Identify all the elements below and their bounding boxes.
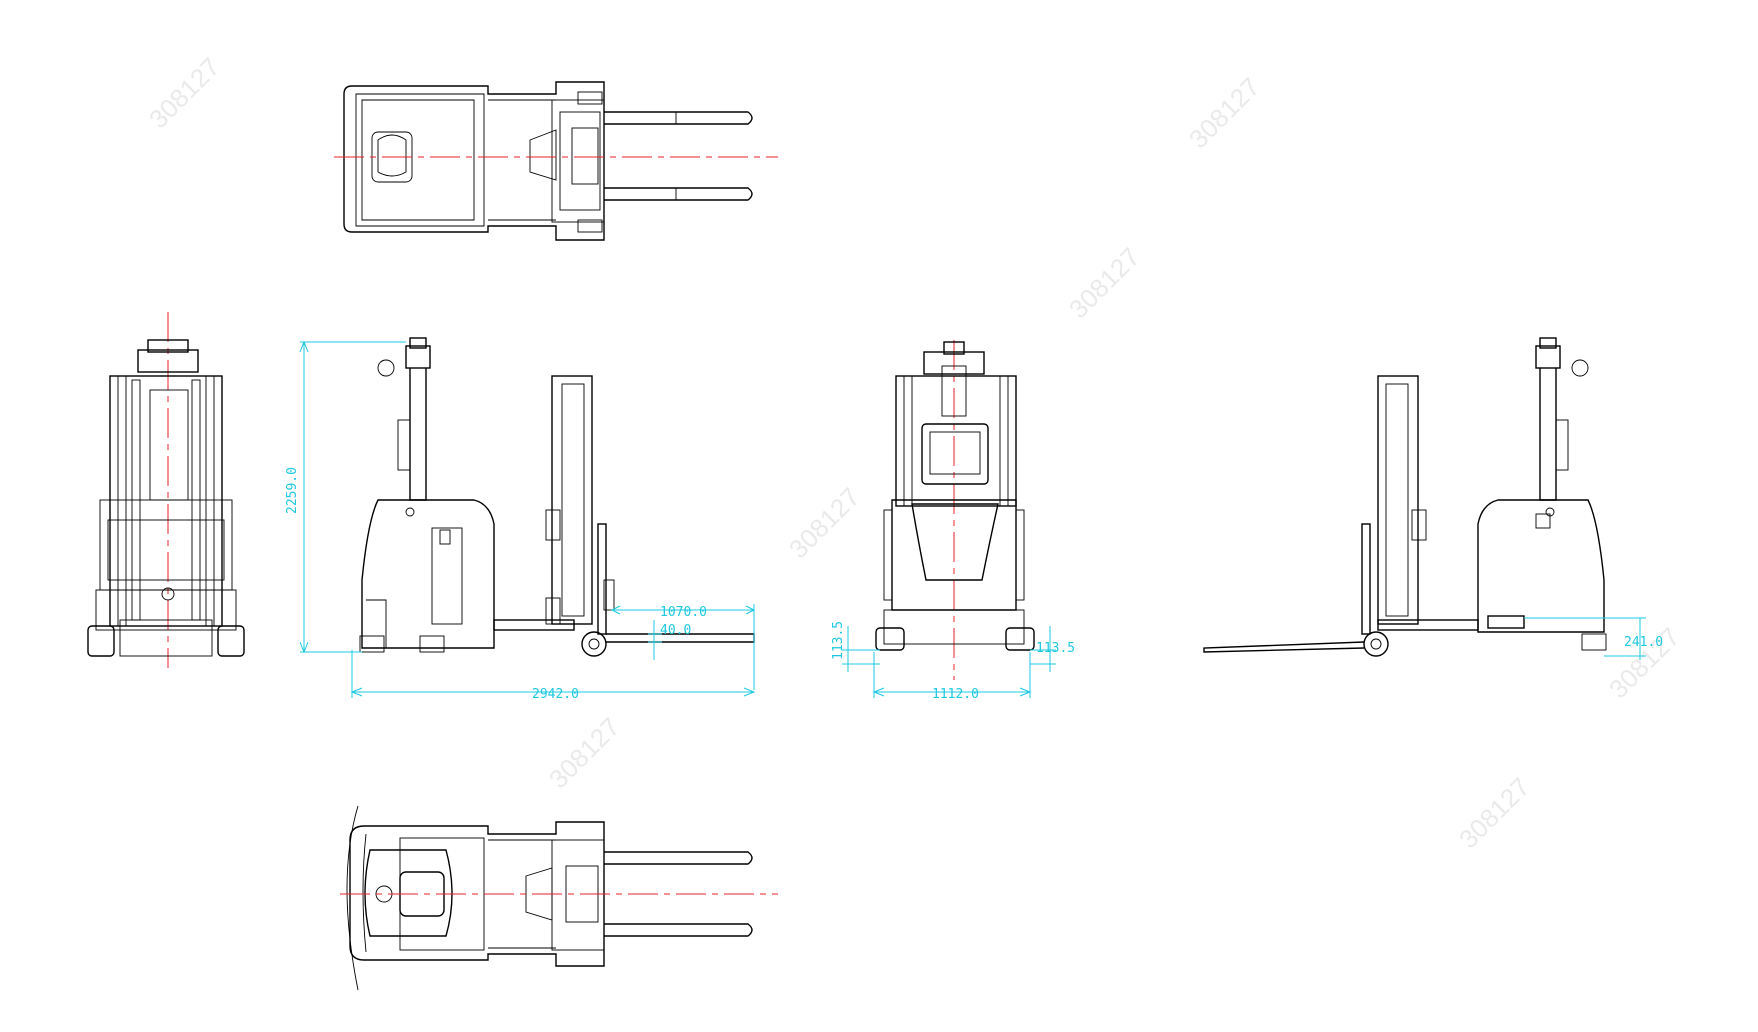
dimension-label-width-total: 1112.0 bbox=[932, 687, 979, 702]
dimension-label-fork-thickness: 40.0 bbox=[660, 623, 691, 638]
dimension-label-length-total: 2942.0 bbox=[532, 687, 579, 702]
watermark: 308127 bbox=[1453, 772, 1536, 855]
top-view-upper bbox=[334, 81, 778, 241]
watermark-layer: 308127 308127 308127 308127 308127 30812… bbox=[143, 52, 1686, 855]
watermark: 308127 bbox=[543, 712, 626, 795]
front-view-mast bbox=[87, 312, 245, 668]
top-view-lower bbox=[340, 805, 778, 991]
watermark: 308127 bbox=[1183, 72, 1266, 155]
dimension-label-height-total: 2259.0 bbox=[285, 467, 300, 514]
dimension-label-ground-clearance-right: 113.5 bbox=[1036, 641, 1075, 656]
side-view-left: 2259.0 1070.0 40.0 2942.0 bbox=[285, 337, 756, 702]
side-view-right: 241.0 bbox=[1203, 337, 1663, 660]
dimension-label-ground-clearance-left: 113.5 bbox=[831, 621, 846, 660]
watermark: 308127 bbox=[143, 52, 226, 135]
rear-view-center: 113.5 113.5 1112.0 bbox=[831, 340, 1075, 702]
dimension-label-side-right: 241.0 bbox=[1624, 635, 1663, 650]
watermark: 308127 bbox=[1063, 242, 1146, 325]
dimension-label-fork-length: 1070.0 bbox=[660, 605, 707, 620]
watermark: 308127 bbox=[783, 482, 866, 565]
